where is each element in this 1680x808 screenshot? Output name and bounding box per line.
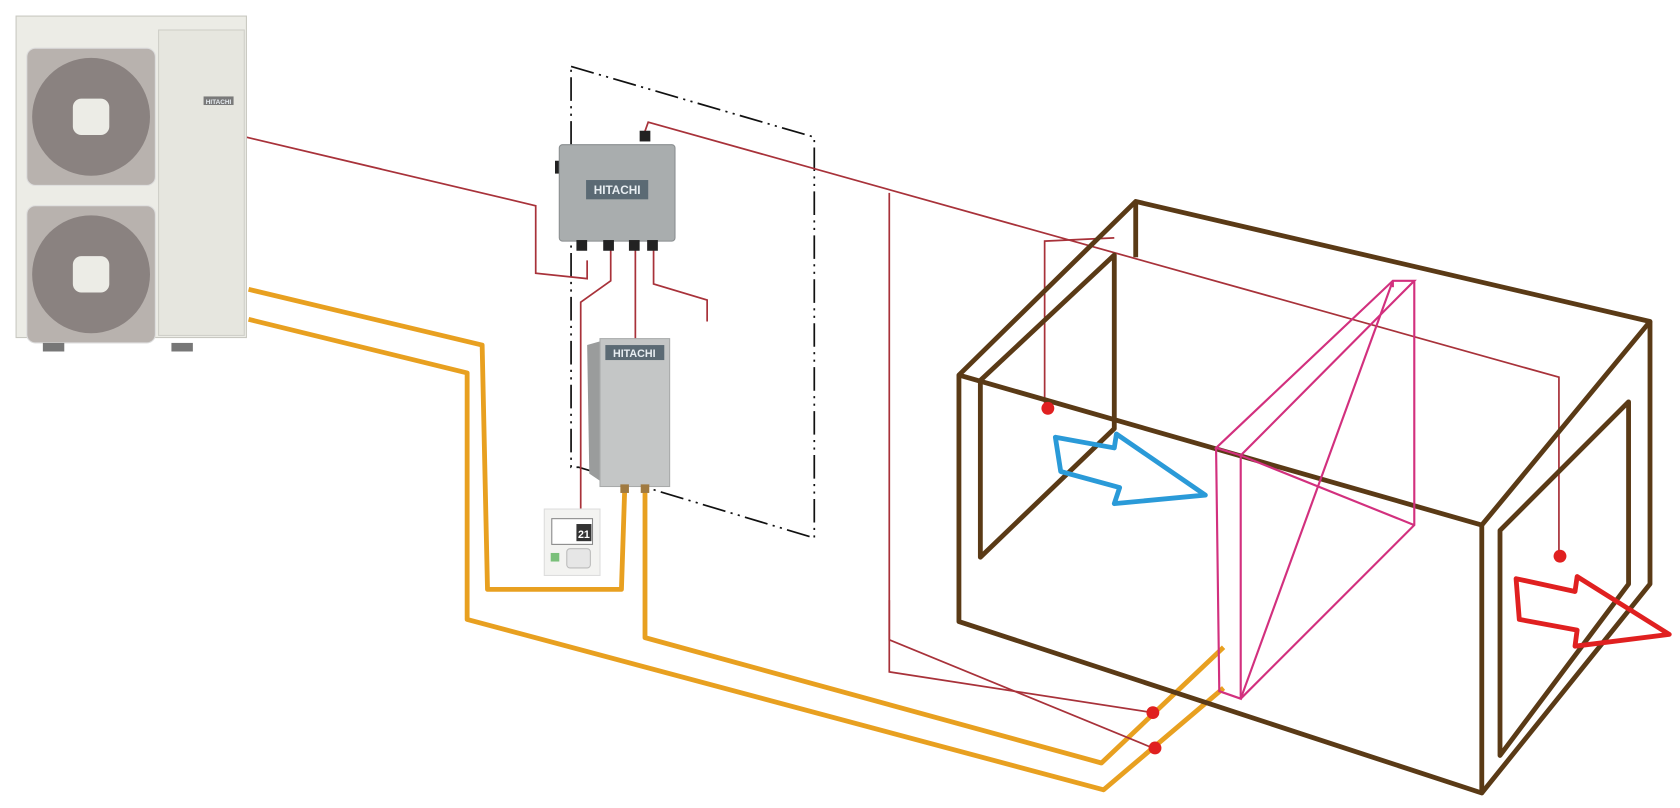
- air-duct: [956, 199, 1653, 796]
- pipe-gas-outdoor: [247, 317, 1226, 793]
- wiring: [246, 121, 1560, 749]
- installation-frame: [570, 65, 816, 540]
- air-inlet-arrow: [1052, 431, 1208, 507]
- outdoor-unit-brand: HITACHI: [206, 99, 232, 106]
- controller-display: 21: [578, 529, 590, 541]
- fan-icon: [72, 98, 110, 136]
- dpad-icon: [566, 548, 591, 569]
- power-button-icon: [550, 552, 560, 562]
- pipe-to-coil: [642, 490, 1226, 766]
- pipe-liquid-outdoor: [248, 286, 628, 592]
- heat-exchanger-coil: [1213, 279, 1417, 701]
- expansion-valve-kit: HITACHI: [587, 338, 671, 493]
- control-box-brand: HITACHI: [594, 184, 641, 197]
- valve-kit-brand: HITACHI: [613, 348, 656, 360]
- control-box: HITACHI: [555, 130, 676, 251]
- outdoor-unit: HITACHI: [15, 15, 247, 352]
- temperature-sensors: [1041, 401, 1567, 755]
- sensor-dot-liquid: [1146, 706, 1160, 720]
- air-outlet-arrow: [1513, 574, 1672, 649]
- refrigerant-pipes: [247, 286, 1226, 793]
- sensor-dot-inlet: [1041, 401, 1055, 415]
- sensor-dot-gas: [1148, 741, 1162, 755]
- fan-icon: [72, 256, 110, 293]
- remote-controller: 21: [543, 508, 601, 576]
- sensor-dot-outlet: [1553, 549, 1567, 563]
